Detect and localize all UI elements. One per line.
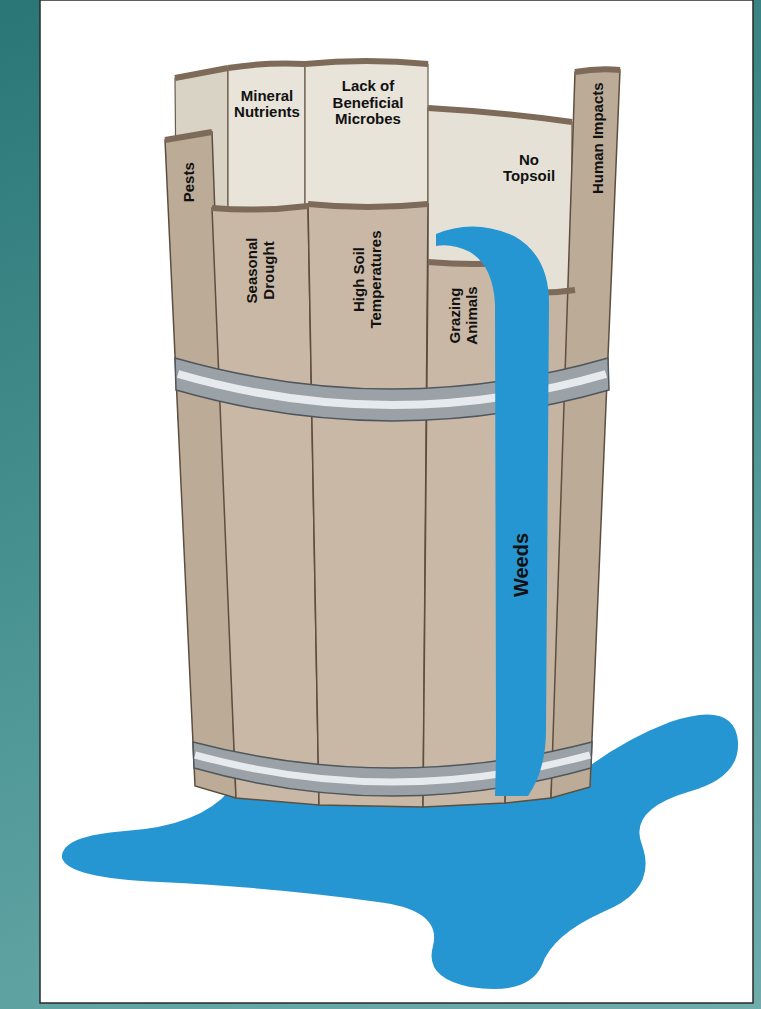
stave-label-box: Pests: [167, 142, 211, 222]
stave-label-box: High Soil Temperatures: [320, 212, 415, 347]
stave-label-box: Human Impacts: [577, 76, 618, 200]
stave-label-box: No Topsoil: [490, 148, 568, 188]
stave-label: High Soil Temperatures: [351, 215, 384, 344]
stave-label-box: Mineral Nutrients: [231, 84, 303, 124]
stave-rim: [212, 206, 308, 210]
front-stave-rims: [165, 69, 620, 292]
stream-label-box: Weeds: [496, 420, 546, 710]
stave-label-box: Seasonal Drought: [220, 215, 300, 325]
stave-label-box: Lack of Beneficial Microbes: [310, 74, 426, 132]
front-stave: [551, 69, 620, 798]
front-staves: [165, 69, 620, 807]
stave-rim: [575, 69, 620, 72]
stave-rim: [228, 64, 305, 69]
stave-label: No Topsoil: [491, 152, 567, 185]
stave-label: Mineral Nutrients: [232, 88, 302, 121]
stream-label: Weeds: [510, 423, 532, 707]
front-stave: [308, 204, 428, 807]
front-stave: [212, 206, 319, 805]
stave-label: Human Impacts: [589, 79, 606, 197]
white-panel: [40, 0, 753, 1003]
stave-label: Seasonal Drought: [244, 218, 277, 322]
stave-rim: [305, 61, 428, 64]
stave-rim: [165, 132, 212, 140]
stave-rim: [308, 204, 428, 207]
stave-label: Lack of Beneficial Microbes: [311, 78, 425, 128]
stave-label: Grazing Animals: [447, 273, 480, 357]
water-stream: [436, 226, 549, 796]
stave-rim: [175, 68, 228, 78]
stave-rim: [428, 108, 572, 122]
stave-label: Pests: [181, 145, 198, 219]
stave-label-box: Grazing Animals: [436, 270, 490, 360]
